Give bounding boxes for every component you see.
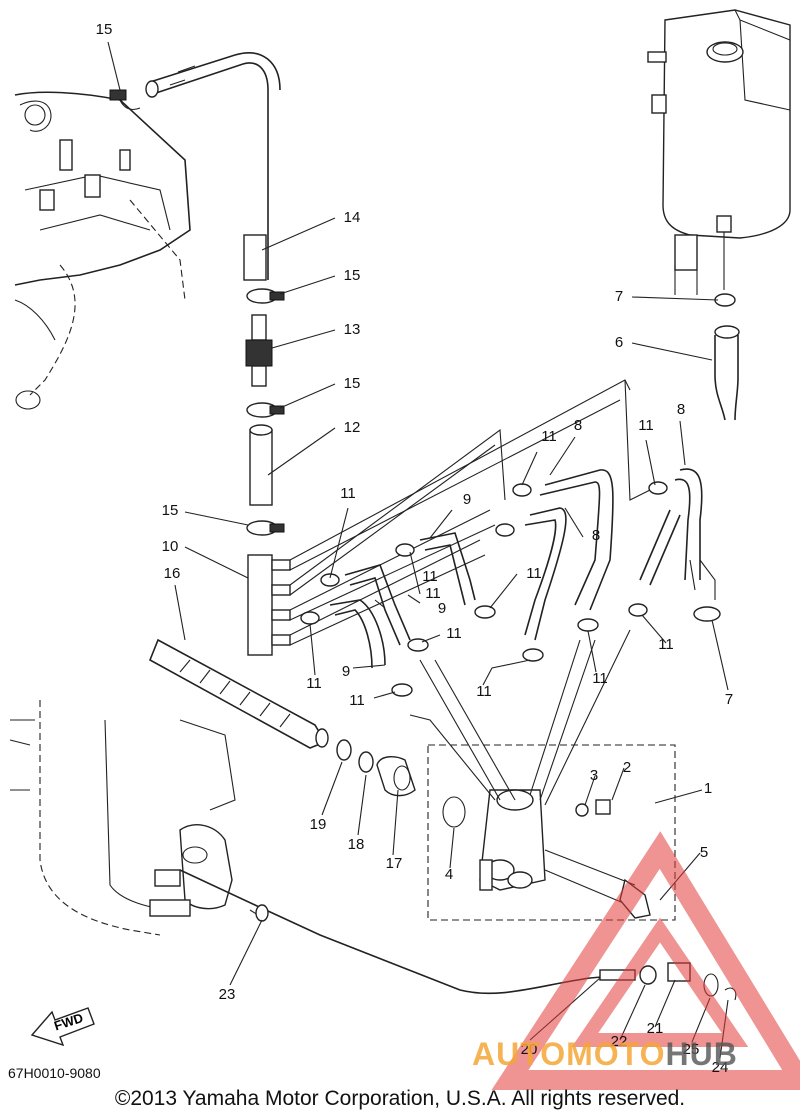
callout-2: 2 <box>623 759 631 776</box>
callout-23: 23 <box>219 986 236 1003</box>
callout-15-c: 15 <box>344 375 361 392</box>
pump-seals <box>336 739 466 828</box>
callout-11-d: 11 <box>425 585 441 602</box>
callout-9-a: 9 <box>463 491 471 508</box>
callout-7-bottom: 7 <box>725 691 733 708</box>
vent-hose-assembly <box>109 52 285 536</box>
callout-3: 3 <box>590 767 598 784</box>
watermark-part2: HUB <box>665 1036 738 1072</box>
oil-distribution-hoses <box>247 293 740 697</box>
lower-engine-drawing <box>9 700 236 936</box>
callout-11-e: 11 <box>526 565 542 582</box>
callout-10: 10 <box>162 538 179 555</box>
callout-11-k: 11 <box>658 636 674 653</box>
callout-12: 12 <box>344 419 361 436</box>
copyright-notice: ©2013 Yamaha Motor Corporation, U.S.A. A… <box>114 1087 686 1110</box>
callout-11-c: 11 <box>638 417 654 434</box>
oil-pump-group <box>409 629 676 921</box>
oil-tank-drawing <box>647 9 791 295</box>
callout-6: 6 <box>615 334 623 351</box>
callout-16: 16 <box>164 565 181 582</box>
callout-5: 5 <box>700 844 708 861</box>
callout-11-g: 11 <box>306 675 322 692</box>
callout-11-f: 11 <box>446 625 462 642</box>
callout-25: 25 <box>683 1041 700 1058</box>
callout-9-b: 9 <box>438 600 446 617</box>
callout-14: 14 <box>344 209 361 226</box>
watermark-logo <box>491 831 800 1090</box>
callout-8-a: 8 <box>574 417 582 434</box>
callout-11-l: 11 <box>422 568 438 585</box>
callout-22: 22 <box>611 1033 628 1050</box>
callout-11-h: 11 <box>349 692 365 709</box>
document-code: 67H0010-9080 <box>8 1065 101 1081</box>
callout-21: 21 <box>647 1020 664 1037</box>
engine-block-drawing <box>14 91 191 410</box>
callout-18: 18 <box>348 836 365 853</box>
fwd-arrow: FWD <box>30 1007 95 1047</box>
callout-19: 19 <box>310 816 327 833</box>
oil-pump-drive-shaft <box>148 638 329 749</box>
callout-8-c: 8 <box>592 527 600 544</box>
callout-11-a: 11 <box>340 485 356 502</box>
callout-17: 17 <box>386 855 403 872</box>
watermark-part1: AUTOMOTO <box>472 1036 666 1072</box>
callout-15-b: 15 <box>344 267 361 284</box>
callout-8-b: 8 <box>677 401 685 418</box>
callout-11-j: 11 <box>592 670 608 687</box>
callout-11-i: 11 <box>476 683 492 700</box>
callout-13: 13 <box>344 321 361 338</box>
callout-15-a: 15 <box>96 21 113 38</box>
watermark-wordmark: AUTOMOTOHUB <box>472 1036 738 1073</box>
callout-4: 4 <box>445 866 453 883</box>
callout-labels: 1 2 3 4 5 6 7 7 8 8 8 9 9 9 10 11 11 11 … <box>96 21 734 1076</box>
callout-7-top: 7 <box>615 288 623 305</box>
callout-9-c: 9 <box>342 663 350 680</box>
callout-20: 20 <box>521 1041 538 1058</box>
callout-11-b: 11 <box>541 428 557 445</box>
callout-1: 1 <box>704 780 712 797</box>
callout-15-d: 15 <box>162 502 179 519</box>
callout-24: 24 <box>712 1059 729 1076</box>
